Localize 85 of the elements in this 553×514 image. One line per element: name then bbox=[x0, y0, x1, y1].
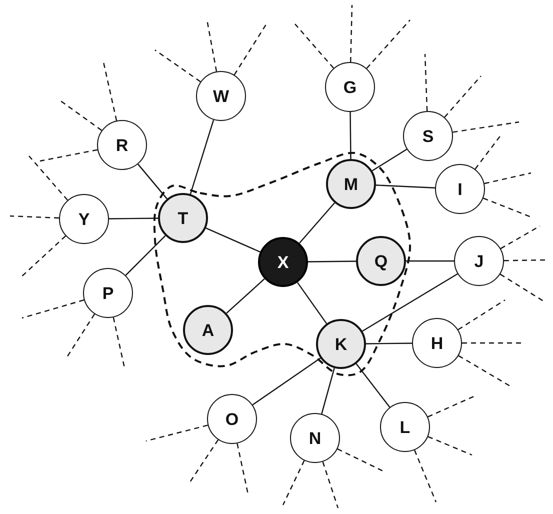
center-node-circle bbox=[258, 237, 308, 287]
connector-line bbox=[252, 358, 321, 406]
dashed-stub-line bbox=[40, 149, 98, 162]
inner-node-circle bbox=[316, 319, 366, 369]
dashed-stub-line bbox=[484, 172, 532, 184]
dashed-stub-line bbox=[282, 460, 305, 506]
dashed-stub-line bbox=[190, 439, 219, 482]
node-circle bbox=[412, 318, 462, 368]
dashed-stub-line bbox=[146, 424, 208, 442]
connector-line bbox=[190, 120, 214, 194]
dashed-stub-line bbox=[294, 24, 334, 69]
dashed-stub-line bbox=[458, 300, 506, 330]
node-label: Y bbox=[78, 210, 90, 228]
dashed-stub-line bbox=[504, 259, 545, 262]
dashed-stub-line bbox=[500, 274, 546, 303]
connector-line bbox=[376, 184, 436, 188]
dashed-stub-line bbox=[234, 22, 268, 76]
node-label: Q bbox=[374, 252, 388, 270]
node-label: S bbox=[422, 128, 434, 144]
dashed-stub-line bbox=[206, 20, 218, 72]
dashed-stub-line bbox=[20, 236, 66, 278]
dashed-stub-line bbox=[10, 215, 60, 219]
connector-line bbox=[206, 228, 260, 252]
inner-node-circle bbox=[158, 193, 208, 243]
connector-line bbox=[138, 164, 168, 200]
inner-node-circle bbox=[183, 305, 233, 355]
dashed-stub-line bbox=[22, 299, 84, 319]
connector-line bbox=[296, 282, 328, 324]
connector-line bbox=[308, 260, 356, 262]
dashed-stub-line bbox=[236, 443, 249, 494]
node-label: A bbox=[202, 322, 214, 338]
node-label: L bbox=[400, 418, 410, 436]
dashed-stub-line bbox=[428, 436, 472, 456]
node-label: N bbox=[308, 430, 322, 446]
node-label: T bbox=[178, 210, 188, 226]
node-label: O bbox=[225, 410, 239, 428]
dashed-stub-line bbox=[28, 156, 68, 201]
node-circle bbox=[59, 194, 109, 244]
connector-line bbox=[298, 202, 336, 244]
connector-line bbox=[125, 235, 166, 276]
node-label: K bbox=[334, 336, 348, 352]
dashed-stub-line bbox=[154, 50, 201, 82]
dashed-stub-line bbox=[366, 20, 410, 69]
inner-node-circle bbox=[326, 159, 376, 209]
node-circle bbox=[454, 236, 504, 286]
dashed-stub-line bbox=[474, 134, 502, 170]
connector-line bbox=[406, 260, 454, 262]
node-circle bbox=[403, 111, 453, 161]
dashed-stub-line bbox=[483, 198, 532, 218]
node-circle bbox=[83, 268, 133, 318]
node-circle bbox=[196, 71, 246, 121]
connector-line bbox=[226, 278, 265, 314]
connector-line bbox=[366, 342, 412, 344]
dashed-stub-line bbox=[500, 225, 540, 250]
dashed-stub-line bbox=[66, 314, 96, 358]
dashed-stub-line bbox=[444, 76, 482, 118]
connector-line bbox=[362, 273, 458, 332]
dashed-stub-line bbox=[414, 450, 437, 502]
node-label: W bbox=[212, 88, 230, 104]
connector-line bbox=[321, 368, 335, 414]
node-label: M bbox=[344, 176, 358, 192]
node-circle bbox=[290, 413, 340, 463]
node-label: P bbox=[102, 284, 114, 302]
node-label: G bbox=[343, 78, 357, 96]
dashed-stub-line bbox=[424, 54, 428, 112]
node-label: J bbox=[474, 252, 484, 270]
dashed-stub-line bbox=[452, 121, 520, 133]
dashed-stub-line bbox=[337, 448, 386, 473]
dashed-stub-line bbox=[350, 4, 353, 62]
node-circle bbox=[435, 164, 485, 214]
dashed-stub-line bbox=[458, 355, 510, 387]
node-circle bbox=[97, 120, 147, 170]
node-circle bbox=[207, 394, 257, 444]
node-circle bbox=[325, 62, 375, 112]
connector-line bbox=[350, 112, 352, 159]
node-label: R bbox=[116, 136, 128, 154]
node-label: I bbox=[458, 180, 462, 198]
connector-line bbox=[372, 148, 408, 172]
node-label: X bbox=[277, 254, 289, 270]
inner-node-circle bbox=[356, 236, 406, 286]
connector-line bbox=[356, 363, 390, 408]
node-circle bbox=[380, 402, 430, 452]
dashed-stub-line bbox=[322, 462, 339, 508]
node-label: H bbox=[430, 334, 444, 352]
connector-line bbox=[109, 218, 158, 220]
